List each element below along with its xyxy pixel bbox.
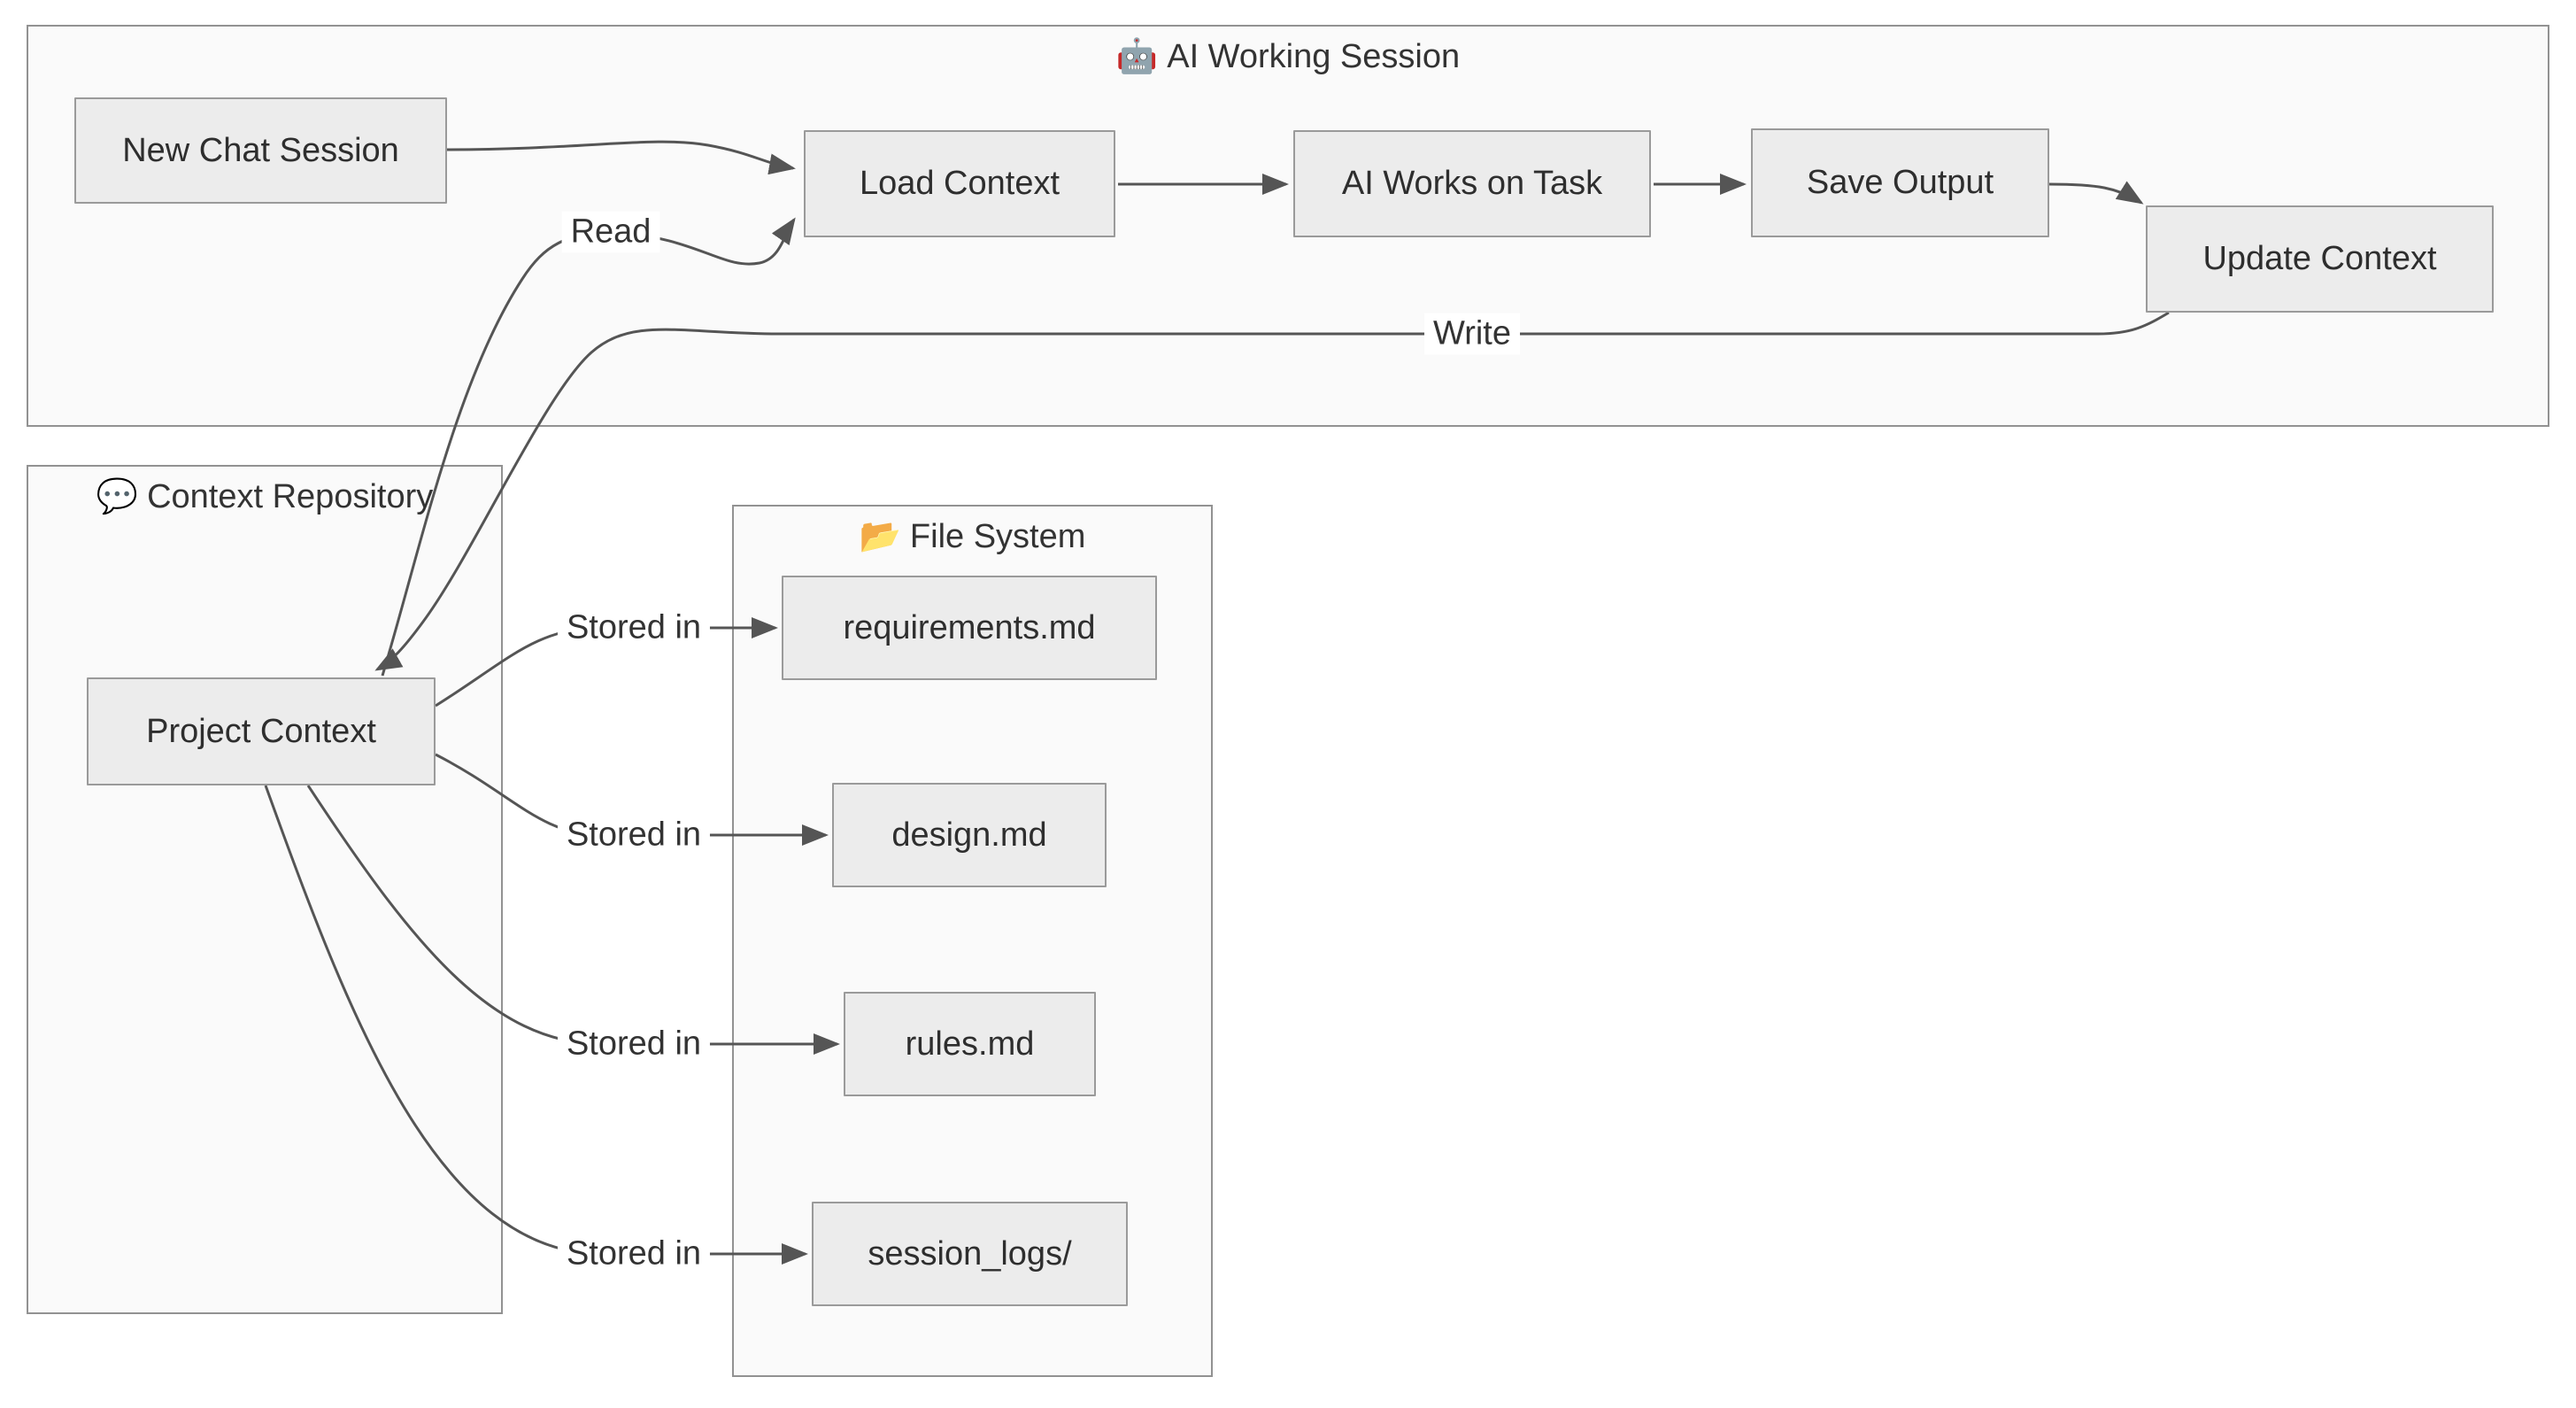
- edge-label-write: Write: [1424, 313, 1520, 355]
- edge-write-updatecontext-to-projectcontext: [374, 311, 2170, 671]
- cluster-context-repository: 💬Context Repository: [27, 465, 503, 1314]
- node-design-md: design.md: [832, 783, 1107, 887]
- edge-label-read: Read: [561, 211, 660, 253]
- edge-label-stored-in-rules: Stored in: [557, 1023, 711, 1065]
- open-folder-icon: 📂: [859, 518, 901, 555]
- cluster-title-text: Context Repository: [147, 478, 434, 515]
- cluster-title-text: File System: [909, 518, 1086, 555]
- speech-balloon-icon: 💬: [96, 478, 139, 515]
- node-session-logs: session_logs/: [812, 1202, 1128, 1306]
- cluster-ai-working-session-title: 🤖AI Working Session: [1116, 37, 1460, 78]
- node-requirements-md: requirements.md: [782, 576, 1157, 680]
- edge-label-stored-in-session-logs: Stored in: [557, 1233, 711, 1275]
- edge-saveoutput-to-updatecontext: [2048, 181, 2144, 205]
- cluster-title-text: AI Working Session: [1167, 38, 1461, 75]
- edge-storedin-sessionlogs: [264, 785, 808, 1265]
- node-save-output: Save Output: [1751, 128, 2049, 237]
- node-project-context: Project Context: [87, 677, 436, 785]
- node-new-chat-session: New Chat Session: [74, 97, 447, 204]
- edge-read-to-loadcontext: [610, 217, 796, 266]
- cluster-context-repository-title: 💬Context Repository: [96, 477, 433, 518]
- cluster-file-system-title: 📂File System: [860, 517, 1086, 558]
- edge-label-stored-in-requirements: Stored in: [557, 607, 711, 649]
- edge-label-stored-in-design: Stored in: [557, 814, 711, 856]
- node-ai-works-on-task: AI Works on Task: [1293, 130, 1651, 237]
- node-load-context: Load Context: [804, 130, 1115, 237]
- edge-newchat-to-loadcontext: [446, 140, 796, 175]
- node-rules-md: rules.md: [844, 992, 1096, 1096]
- cluster-ai-working-session: 🤖AI Working Session: [27, 25, 2549, 427]
- node-update-context: Update Context: [2146, 205, 2494, 313]
- robot-icon: 🤖: [1115, 38, 1159, 75]
